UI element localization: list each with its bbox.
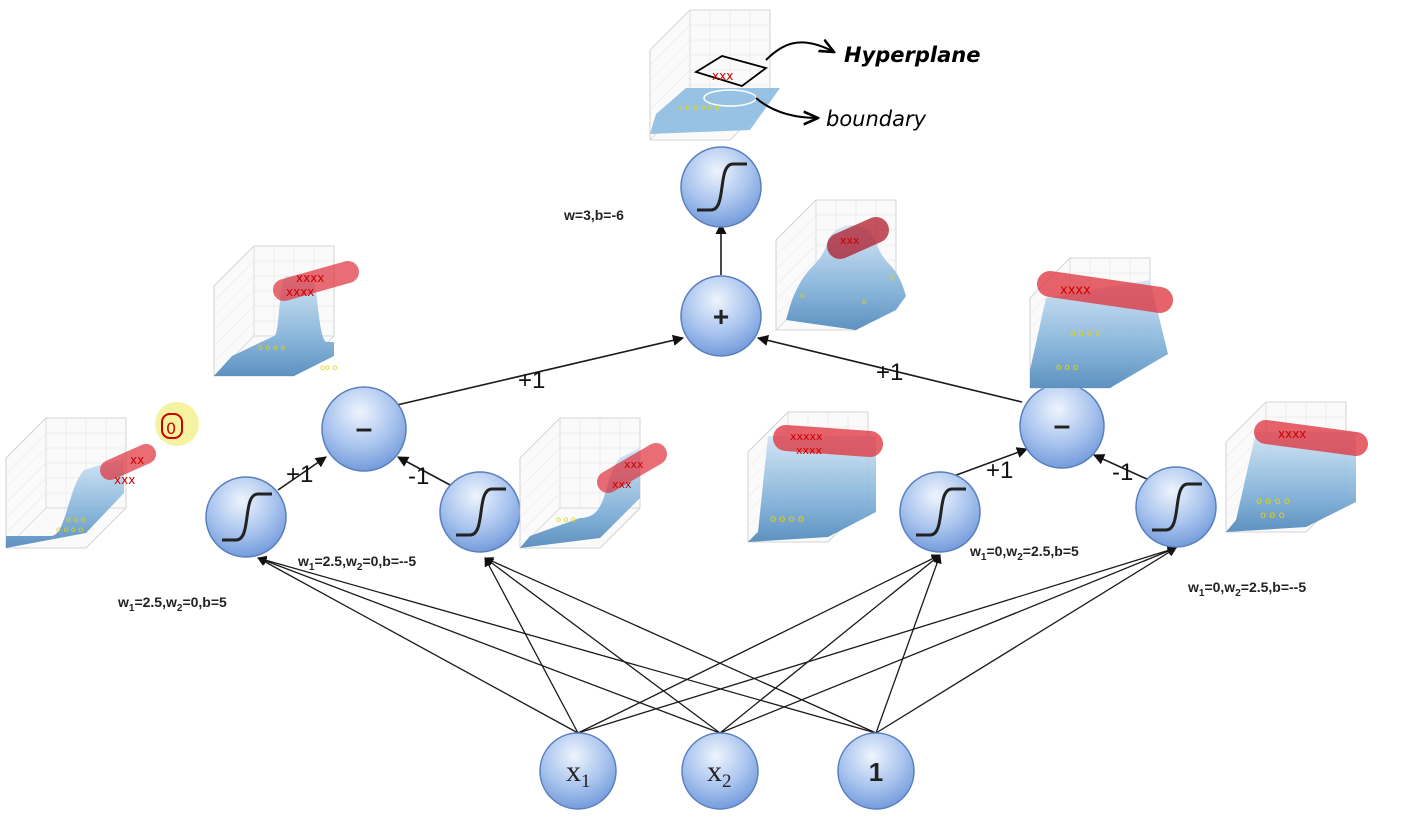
sigmoid-node-1: [205, 476, 287, 558]
svg-text:x2: x2: [707, 755, 732, 792]
svg-text:o o o o: o o o o: [56, 525, 83, 534]
class-x-highlight: [1254, 420, 1368, 456]
circled-mark-annotation: 0: [155, 402, 199, 446]
boundary-annotation: boundary: [755, 97, 927, 131]
svg-text:xxxx: xxxx: [1278, 427, 1306, 441]
class-x-highlight: [1037, 271, 1173, 313]
surface-plot-output: xxx o o o o o o: [649, 9, 780, 141]
hyperplane-annotation: Hyperplane: [765, 42, 981, 67]
input-node-x1: x1: [539, 732, 617, 810]
svg-text:o o o: o o o: [66, 515, 86, 524]
sigmoid-node-3: [899, 471, 981, 553]
sigmoid-icon: [456, 487, 506, 537]
svg-text:xxxx: xxxx: [296, 271, 324, 285]
svg-text:+: +: [713, 301, 729, 332]
edge-label-s3-to-diff: +1: [986, 457, 1013, 484]
param-label-s1: w1=2.5,w2=0,b=5: [117, 594, 227, 614]
svg-text:o o o o: o o o o: [1256, 496, 1290, 507]
svg-text:xxxxx: xxxxx: [790, 430, 823, 443]
svg-text:o: o: [862, 297, 867, 306]
surface-plot-sigmoid-4: xxxx o o o o o o o: [1225, 401, 1368, 533]
surface-plot-diff-right: xxxx o o o o o o o: [1029, 257, 1173, 389]
output-sigmoid-node: [680, 146, 762, 228]
input-edges: [257, 546, 1177, 734]
svg-text:xxxx: xxxx: [796, 444, 823, 457]
param-labels: w=3,b=-6 w1=2.5,w2=0,b=5 w1=2.5,w2=0,b=-…: [117, 207, 1306, 614]
svg-text:xxx: xxx: [114, 473, 135, 487]
edge-label-s1-to-diff: +1: [286, 461, 313, 488]
sigmoid-node-2: [439, 471, 521, 553]
diff-node-left: –: [321, 386, 407, 472]
surface-plot-sum: xxx o o o: [775, 199, 906, 331]
sigmoid-node-4: [1135, 466, 1217, 548]
svg-text:o: o: [890, 273, 895, 282]
surface-plot-sigmoid-2: xxx xxx o o o: [519, 417, 667, 549]
diff-node-right: –: [1019, 383, 1105, 469]
class-x-highlight: [773, 425, 883, 457]
sigmoid-icon: [697, 162, 747, 212]
param-label-s4: w1=0,w2=2.5,b=--5: [1187, 579, 1306, 599]
svg-text:xxx: xxx: [712, 69, 733, 83]
param-label-output: w=3,b=-6: [563, 207, 624, 223]
svg-text:1: 1: [869, 757, 883, 787]
class-x-highlight: [597, 443, 667, 493]
input-node-bias: 1: [837, 732, 915, 810]
svg-text:0: 0: [166, 419, 176, 438]
svg-text:o: o: [800, 291, 805, 300]
svg-text:xxxx: xxxx: [1060, 283, 1091, 298]
edge-label-right-to-sum: +1: [876, 359, 903, 386]
edge-labels: +1 +1 +1 -1 +1 -1: [286, 359, 1133, 490]
svg-text:o o o: o o o: [1260, 510, 1285, 521]
svg-text:oo o: oo o: [320, 363, 337, 372]
param-label-s2: w1=2.5,w2=0,b=--5: [297, 553, 416, 573]
svg-text:boundary: boundary: [826, 107, 927, 131]
svg-text:Hyperplane: Hyperplane: [844, 43, 981, 67]
class-x-highlight: [273, 261, 359, 301]
svg-text:o o o: o o o: [1056, 363, 1079, 373]
surface-plot-diff-left: xxxx xxxx o o o o oo o: [213, 245, 359, 377]
svg-text:–: –: [1054, 409, 1071, 442]
svg-text:–: –: [356, 412, 373, 445]
surface-plot-sigmoid-3: xxxxx xxxx o o o o: [747, 411, 883, 543]
surface-plot-sigmoid-1: xxx xx o o o o o o o: [5, 417, 156, 549]
svg-text:x1: x1: [566, 755, 591, 792]
svg-text:xxx: xxx: [840, 234, 860, 247]
svg-text:xxxx: xxxx: [286, 285, 314, 299]
hidden-edges: [277, 222, 1150, 491]
svg-text:o o o o: o o o o: [770, 514, 804, 525]
sigmoid-icon: [1152, 482, 1202, 532]
svg-text:o o o: o o o: [556, 515, 576, 524]
svg-text:o o o o o o: o o o o o o: [678, 103, 720, 112]
edge-label-s2-to-diff: -1: [408, 463, 429, 490]
param-label-s3: w1=0,w2=2.5,b=5: [969, 543, 1079, 563]
hyperplane-sketch: [693, 55, 769, 87]
svg-text:o o o o: o o o o: [1070, 329, 1101, 339]
sigmoid-icon: [916, 487, 966, 537]
edge-label-s4-to-diff: -1: [1112, 459, 1133, 486]
sigmoid-icon: [222, 492, 272, 542]
svg-text:xx: xx: [130, 453, 144, 467]
input-node-x2: x2: [681, 732, 759, 810]
svg-text:xxx: xxx: [624, 458, 644, 471]
svg-text:xxx: xxx: [612, 478, 632, 491]
class-x-highlight: [100, 444, 156, 480]
sum-node: +: [680, 275, 762, 357]
class-x-highlight: [827, 217, 889, 259]
edge-label-left-to-sum: +1: [518, 367, 545, 394]
svg-text:o o o o: o o o o: [258, 343, 285, 352]
